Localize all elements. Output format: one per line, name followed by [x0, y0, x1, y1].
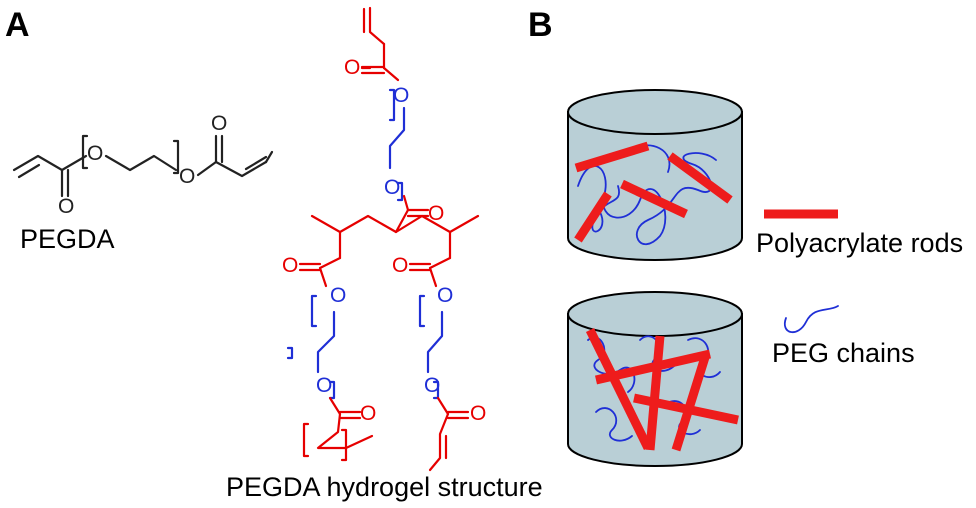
atom-o: O [316, 374, 332, 397]
atom-o: O [179, 165, 195, 188]
atom-o: O [58, 195, 74, 218]
hydrogel-structure: O O O O O O O O [282, 6, 486, 472]
atom-o: O [393, 84, 409, 107]
pegda-label: PEGDA [20, 224, 115, 254]
atom-o: O [470, 402, 486, 425]
cylinder-bottom [567, 291, 743, 467]
panel-b-label: B [528, 6, 553, 44]
atom-o: O [282, 254, 298, 277]
atom-o: O [87, 142, 103, 165]
atom-o: O [437, 284, 453, 307]
cylinder-top [567, 89, 743, 261]
atom-o: O [384, 176, 400, 199]
legend-chain-swatch [783, 305, 839, 333]
atom-o: O [330, 284, 346, 307]
pegda-monomer-structure: O O O O [12, 112, 274, 218]
legend-rods-label: Polyacrylate rods [756, 228, 963, 258]
panel-a-label: A [5, 6, 30, 44]
hydrogel-label: PEGDA hydrogel structure [226, 472, 543, 502]
atom-o: O [428, 202, 444, 225]
atom-o: O [344, 56, 360, 79]
atom-o: O [424, 374, 440, 397]
atom-o: O [211, 112, 227, 135]
atom-o: O [360, 402, 376, 425]
legend-chains-label: PEG chains [772, 338, 915, 368]
atom-o: O [392, 254, 408, 277]
